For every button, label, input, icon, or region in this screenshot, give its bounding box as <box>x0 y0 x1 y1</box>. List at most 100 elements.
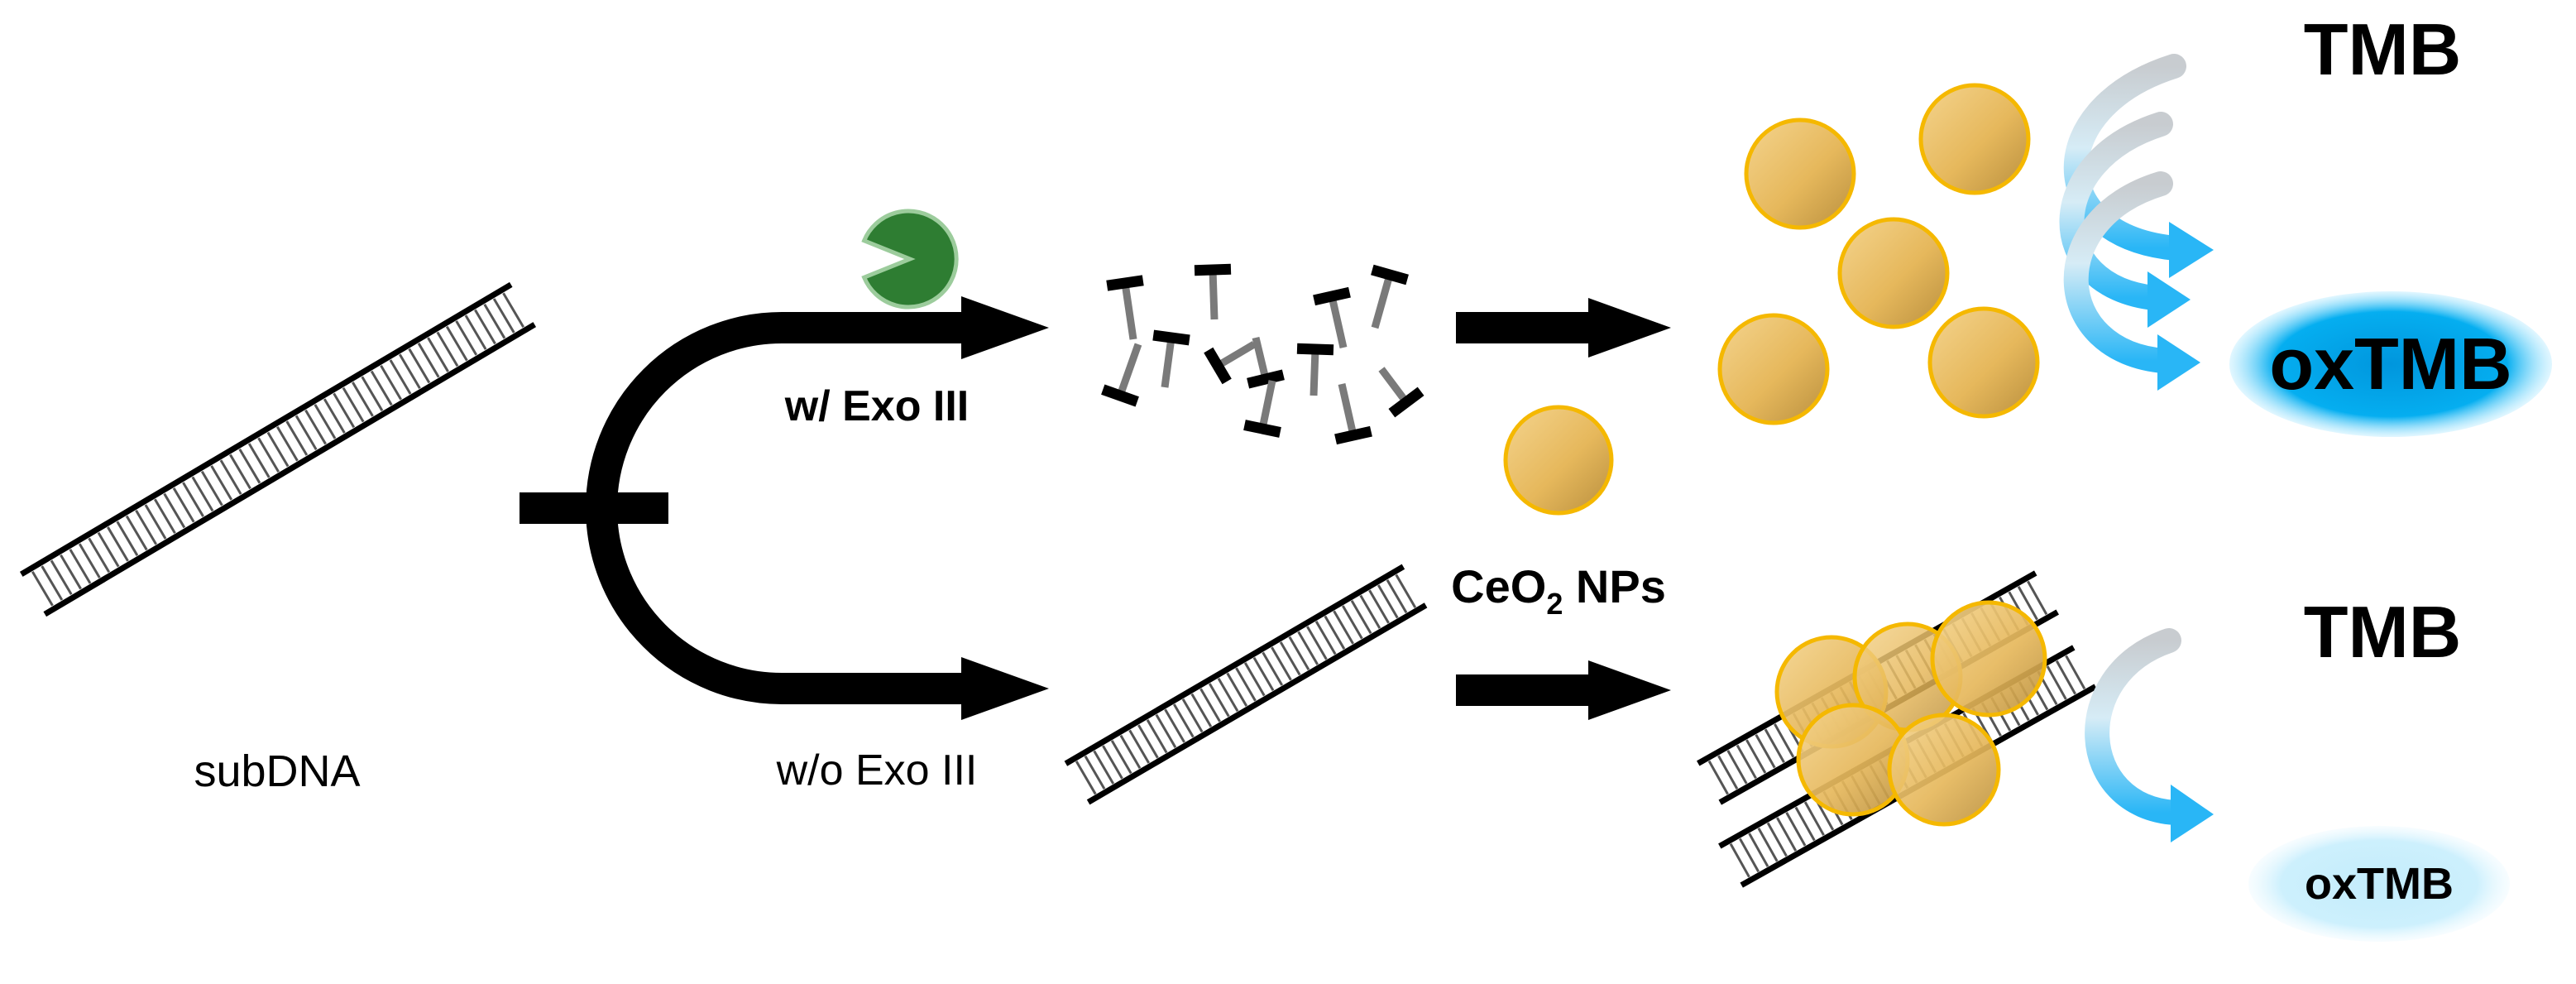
dna-base-pair <box>1208 683 1230 718</box>
branch-curve <box>586 312 972 704</box>
dna-nanoparticle-aggregate <box>1697 570 2097 888</box>
dna-base-pair <box>1324 615 1346 650</box>
dna-base-pair <box>31 571 54 607</box>
tmb-oxidation-curl-arrows-strong <box>2059 54 2214 391</box>
dna-base-pair <box>1226 672 1248 707</box>
dna-base-pair <box>1093 750 1115 785</box>
nanoparticle <box>1744 118 1856 230</box>
dna-base-pair <box>1359 594 1381 629</box>
curl-arrowhead <box>2169 222 2214 278</box>
dna-base-pair <box>464 314 487 350</box>
dna-base-pair <box>69 549 92 584</box>
curl-arrowhead <box>2171 785 2214 842</box>
dna-base-pair <box>1350 599 1372 635</box>
dna-base-pair <box>1102 745 1123 780</box>
dna-base-pair <box>1137 724 1159 759</box>
dna-base-pair <box>1146 719 1168 754</box>
dna-base-pair <box>1766 822 1788 857</box>
dna-base-pair <box>1288 636 1310 671</box>
nanoparticle <box>1930 600 2047 718</box>
dna-base-pair <box>1199 688 1221 722</box>
dna-base-pair <box>247 443 271 478</box>
dispersed-nanoparticles <box>1717 83 2040 425</box>
ceo2-nanoparticle-icon <box>1503 405 1614 516</box>
dna-base-pair <box>398 353 421 390</box>
nanoparticle <box>1887 713 2001 827</box>
dna-base-pair <box>370 370 393 406</box>
dna-base-pair <box>323 398 346 434</box>
dna-base-pair <box>294 415 318 451</box>
dna-base-pair <box>172 487 195 523</box>
dna-base-pair <box>238 448 261 484</box>
dna-base-pair <box>304 409 327 445</box>
curl-arrow <box>2063 54 2188 261</box>
dna-base-pair <box>88 537 111 574</box>
dna-base-pair <box>97 531 120 568</box>
without-exo-label: w/o Exo III <box>776 746 978 794</box>
subdna-double-strand <box>19 281 537 617</box>
dna-base-pair <box>125 515 148 551</box>
dna-base-pair <box>1377 584 1399 619</box>
dna-base-pair <box>210 465 233 501</box>
dna-backbone <box>1086 602 1428 805</box>
oxtmb-label-top: oxTMB <box>2269 323 2511 405</box>
dna-base-pair <box>1738 838 1760 873</box>
dna-base-pair <box>352 382 374 417</box>
dna-base-pair <box>2055 660 2077 695</box>
dna-base-pair <box>135 509 158 545</box>
arrowhead-lower <box>961 657 1049 720</box>
dna-base-pair <box>182 482 204 517</box>
dna-base-pair <box>1386 578 1408 614</box>
dna-base-pair <box>1075 761 1097 795</box>
dna-base-pair <box>41 565 64 601</box>
dna-base-pair <box>1271 646 1292 681</box>
arrowhead-upper <box>961 296 1049 359</box>
dna-fragment <box>1371 264 1409 329</box>
dna-base-pair <box>1717 755 1739 790</box>
dna-base-pair <box>427 337 449 372</box>
dna-fragment <box>1204 341 1257 385</box>
dna-base-pair <box>1341 605 1363 640</box>
oxtmb-strong-glow <box>2229 291 2552 437</box>
dna-base-pair <box>1128 729 1151 764</box>
dna-base-pair <box>50 559 73 596</box>
dna-base-pair <box>257 437 280 473</box>
dna-base-pair <box>285 420 309 456</box>
dna-base-pair <box>333 392 356 429</box>
dna-fragment <box>1152 329 1190 388</box>
dna-base-pair <box>436 331 459 367</box>
curl-arrow <box>2085 628 2188 825</box>
dna-base-pair <box>1774 723 1795 758</box>
dna-base-pair <box>200 470 223 506</box>
dna-base-pair <box>1764 728 1785 764</box>
curl-arrow <box>2059 112 2173 310</box>
dna-base-pair <box>1262 651 1284 686</box>
dna-base-pair <box>116 521 139 556</box>
dna-base-pair <box>455 320 478 356</box>
dna-base-pair <box>1172 703 1195 738</box>
dna-base-pair <box>1164 708 1185 743</box>
dna-base-pair <box>266 431 290 468</box>
nanoparticle <box>1717 313 1830 425</box>
dna-base-pair <box>361 376 384 411</box>
dna-base-pair <box>1794 806 1816 842</box>
dna-base-pair <box>2065 655 2086 690</box>
dna-base-pair <box>144 504 167 540</box>
middle-arrow-lower <box>1456 660 1671 720</box>
intact-dna-double-strand <box>1064 564 1428 805</box>
dna-fragment <box>1106 275 1144 340</box>
dna-base-pair <box>229 454 251 490</box>
dna-base-pair <box>389 359 412 395</box>
dna-backbone <box>1064 564 1405 766</box>
dna-base-pair <box>502 292 525 328</box>
dna-base-pair <box>1755 733 1776 769</box>
dna-base-pair <box>275 426 299 462</box>
tmb-label-bottom: TMB <box>2304 591 2462 673</box>
nanoparticle <box>1918 83 2031 195</box>
dna-base-pair <box>1729 842 1750 878</box>
dna-base-pair <box>1181 698 1204 733</box>
dna-base-pair <box>1243 662 1266 697</box>
dna-fragment <box>1378 367 1424 418</box>
dna-base-pair <box>417 343 440 378</box>
